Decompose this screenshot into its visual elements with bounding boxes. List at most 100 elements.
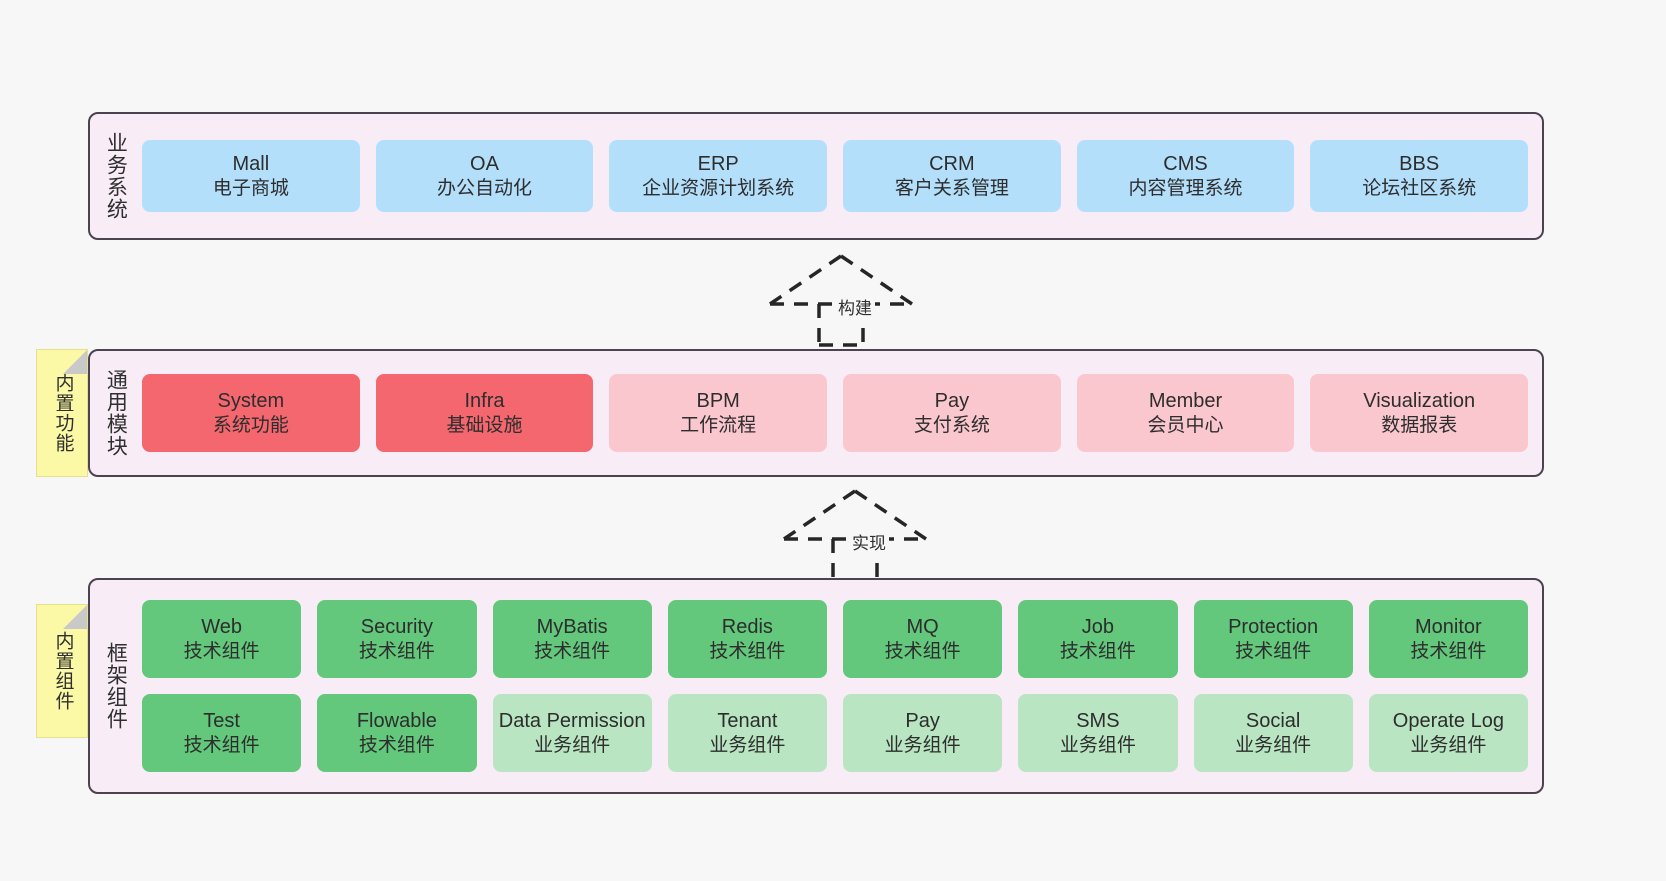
layer-framework-components-cards: Web 技术组件 Security 技术组件 MyBatis 技术组件 Redi… — [132, 588, 1528, 784]
connector-implement-label: 实现 — [849, 529, 889, 554]
card-visualization-desc: 数据报表 — [1381, 414, 1458, 436]
card-social-name: Social — [1245, 710, 1301, 733]
layer-framework-components: 框架组件 Web 技术组件 Security 技术组件 MyBatis 技术组件… — [88, 578, 1544, 794]
card-oa-desc: 办公自动化 — [437, 177, 533, 199]
layer-framework-components-label: 框架组件 — [104, 642, 128, 730]
card-bpm-desc: 工作流程 — [680, 414, 757, 436]
card-pay-component-name: Pay — [905, 710, 940, 733]
card-member-name: Member — [1148, 390, 1223, 413]
card-pay-component[interactable]: Pay 业务组件 — [843, 694, 1003, 772]
card-protection-desc: 技术组件 — [1235, 640, 1312, 662]
card-sms-name: SMS — [1076, 710, 1120, 733]
card-cms-name: CMS — [1163, 153, 1208, 176]
card-crm-desc: 客户关系管理 — [894, 177, 1009, 199]
card-protection[interactable]: Protection 技术组件 — [1193, 600, 1353, 678]
card-mybatis-name: MyBatis — [536, 616, 608, 639]
note-builtin-components: 内置组件 — [36, 604, 88, 738]
card-pay-module-name: Pay — [934, 390, 970, 413]
card-security[interactable]: Security 技术组件 — [317, 600, 477, 678]
card-erp[interactable]: ERP 企业资源计划系统 — [609, 140, 828, 212]
card-tenant-desc: 业务组件 — [709, 734, 786, 756]
card-mybatis[interactable]: MyBatis 技术组件 — [492, 600, 652, 678]
card-redis-name: Redis — [721, 616, 773, 639]
card-member[interactable]: Member 会员中心 — [1076, 374, 1295, 452]
connector-build-label: 构建 — [835, 294, 875, 319]
card-monitor[interactable]: Monitor 技术组件 — [1368, 600, 1528, 678]
card-web[interactable]: Web 技术组件 — [142, 600, 302, 678]
card-protection-name: Protection — [1228, 616, 1319, 639]
card-bpm[interactable]: BPM 工作流程 — [609, 374, 828, 452]
card-oa-name: OA — [470, 153, 499, 176]
layer-common-modules-label: 通用模块 — [104, 369, 128, 457]
card-flowable[interactable]: Flowable 技术组件 — [317, 694, 477, 772]
card-monitor-desc: 技术组件 — [1410, 640, 1487, 662]
card-operate-log[interactable]: Operate Log 业务组件 — [1368, 694, 1528, 772]
card-social-desc: 业务组件 — [1235, 734, 1312, 756]
card-job-name: Job — [1081, 616, 1114, 639]
card-cms[interactable]: CMS 内容管理系统 — [1076, 140, 1295, 212]
card-bbs[interactable]: BBS 论坛社区系统 — [1310, 140, 1529, 212]
card-redis-desc: 技术组件 — [709, 640, 786, 662]
card-mq-name: MQ — [906, 616, 939, 639]
card-system-desc: 系统功能 — [212, 414, 289, 436]
card-flowable-name: Flowable — [356, 710, 437, 733]
card-security-name: Security — [360, 616, 433, 639]
card-job-desc: 技术组件 — [1059, 640, 1136, 662]
card-operate-log-name: Operate Log — [1392, 710, 1504, 733]
card-visualization-name: Visualization — [1363, 390, 1476, 413]
framework-row-tech: Web 技术组件 Security 技术组件 MyBatis 技术组件 Redi… — [142, 600, 1528, 678]
connector-build: 构建 — [756, 252, 926, 347]
card-flowable-desc: 技术组件 — [358, 734, 435, 756]
card-job[interactable]: Job 技术组件 — [1018, 600, 1178, 678]
card-pay-module-desc: 支付系统 — [913, 414, 990, 436]
card-erp-desc: 企业资源计划系统 — [642, 177, 795, 199]
card-tenant[interactable]: Tenant 业务组件 — [667, 694, 827, 772]
card-pay-component-desc: 业务组件 — [884, 734, 961, 756]
card-mall[interactable]: Mall 电子商城 — [142, 140, 360, 212]
card-sms[interactable]: SMS 业务组件 — [1018, 694, 1178, 772]
layer-common-modules-cards: System 系统功能 Infra 基础设施 BPM 工作流程 Pay 支付系统… — [132, 359, 1529, 467]
card-social[interactable]: Social 业务组件 — [1193, 694, 1353, 772]
card-mall-name: Mall — [232, 153, 270, 176]
card-sms-desc: 业务组件 — [1059, 734, 1136, 756]
card-monitor-name: Monitor — [1415, 616, 1482, 639]
card-infra-name: Infra — [464, 390, 505, 413]
card-system-name: System — [217, 390, 285, 413]
card-bbs-desc: 论坛社区系统 — [1362, 177, 1477, 199]
card-infra-desc: 基础设施 — [446, 414, 523, 436]
card-bpm-name: BPM — [696, 390, 740, 413]
card-infra[interactable]: Infra 基础设施 — [375, 374, 594, 452]
card-operate-log-desc: 业务组件 — [1410, 734, 1487, 756]
framework-row-business: Test 技术组件 Flowable 技术组件 Data Permission … — [142, 694, 1528, 772]
card-data-permission-name: Data Permission — [498, 710, 646, 733]
note-builtin-features: 内置功能 — [36, 349, 88, 477]
card-data-permission[interactable]: Data Permission 业务组件 — [492, 694, 652, 772]
card-data-permission-desc: 业务组件 — [534, 734, 611, 756]
connector-implement: 实现 — [770, 487, 940, 582]
card-test[interactable]: Test 技术组件 — [142, 694, 302, 772]
card-cms-desc: 内容管理系统 — [1128, 177, 1243, 199]
card-mybatis-desc: 技术组件 — [534, 640, 611, 662]
layer-business-systems: 业务系统 Mall 电子商城 OA 办公自动化 ERP 企业资源计划系统 CRM… — [88, 112, 1544, 240]
card-tenant-name: Tenant — [717, 710, 778, 733]
card-web-name: Web — [201, 616, 242, 639]
card-system[interactable]: System 系统功能 — [142, 374, 360, 452]
card-erp-name: ERP — [697, 153, 739, 176]
card-member-desc: 会员中心 — [1147, 414, 1224, 436]
card-bbs-name: BBS — [1399, 153, 1440, 176]
card-redis[interactable]: Redis 技术组件 — [667, 600, 827, 678]
card-web-desc: 技术组件 — [183, 640, 260, 662]
layer-business-systems-cards: Mall 电子商城 OA 办公自动化 ERP 企业资源计划系统 CRM 客户关系… — [132, 122, 1529, 230]
card-mall-desc: 电子商城 — [212, 177, 289, 199]
card-test-desc: 技术组件 — [183, 734, 260, 756]
card-mq-desc: 技术组件 — [884, 640, 961, 662]
layer-common-modules: 通用模块 System 系统功能 Infra 基础设施 BPM 工作流程 Pay… — [88, 349, 1544, 477]
card-pay-module[interactable]: Pay 支付系统 — [843, 374, 1061, 452]
card-visualization[interactable]: Visualization 数据报表 — [1310, 374, 1529, 452]
note-builtin-features-label: 内置功能 — [52, 373, 74, 453]
card-mq[interactable]: MQ 技术组件 — [843, 600, 1003, 678]
card-oa[interactable]: OA 办公自动化 — [375, 140, 594, 212]
note-builtin-components-label: 内置组件 — [52, 631, 74, 711]
card-crm[interactable]: CRM 客户关系管理 — [843, 140, 1061, 212]
